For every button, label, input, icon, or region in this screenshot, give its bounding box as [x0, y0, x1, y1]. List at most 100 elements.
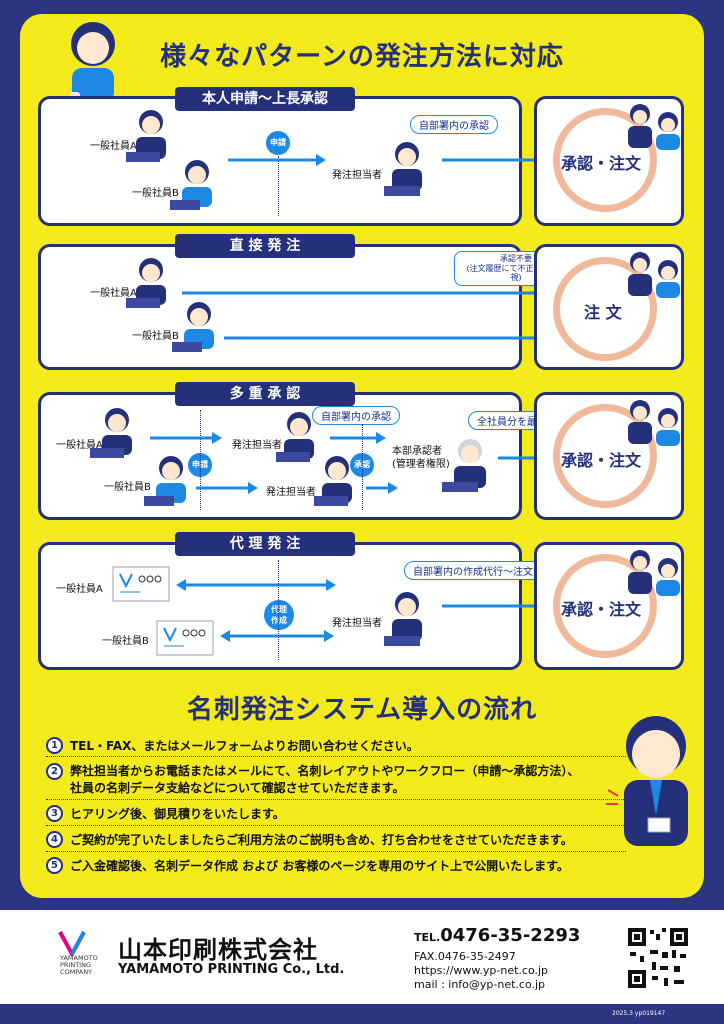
- employee-a-label: 一般社員A: [90, 288, 137, 299]
- person-icon: [314, 456, 352, 506]
- arrow-icon: [228, 154, 326, 166]
- step-text: 弊社担当者からお電話またはメールにて、名刺レイアウトやワークフロー（申請〜承認方…: [70, 764, 580, 778]
- arrow-icon: [196, 482, 258, 494]
- divider-dots: [278, 156, 279, 216]
- logo-line1: YAMAMOTO: [60, 954, 98, 962]
- handler-a-label: 発注担当者: [232, 440, 282, 451]
- result-label-2: 注 文: [584, 303, 622, 322]
- staff-waving-icon: [628, 104, 680, 150]
- handler-label: 発注担当者: [332, 618, 382, 629]
- step-text: ご契約が完了いたしましたらご利用方法のご説明も含め、打ち合わせをさせていただきま…: [70, 833, 573, 847]
- person-icon: [384, 592, 422, 646]
- person-icon: [276, 412, 314, 462]
- result-label-3: 承認・注文: [561, 451, 642, 470]
- double-arrow-icon: [176, 579, 336, 591]
- result-ring: [553, 404, 657, 508]
- website-link[interactable]: https://www.yp-net.co.jp: [414, 964, 549, 977]
- divider-dots: [278, 560, 279, 660]
- tel-prefix: TEL.: [414, 931, 441, 944]
- person-icon: [442, 439, 486, 492]
- staff-waving-icon: [628, 550, 680, 596]
- double-arrow-icon: [220, 630, 334, 642]
- proxy-bubble: 自部署内の作成代行〜注文: [404, 561, 542, 580]
- approval-bubble: 自部署内の承認: [312, 406, 400, 425]
- arrow-icon: [366, 482, 398, 494]
- person-icon: [170, 160, 212, 210]
- person-icon: [172, 302, 214, 352]
- step-text: TEL・FAX、またはメールフォームよりお問い合わせください。: [70, 739, 419, 753]
- step-number: 4: [46, 831, 63, 848]
- proxy-line1: 代理: [271, 605, 287, 614]
- arrow-icon: [224, 332, 556, 344]
- business-card-icon: [112, 566, 170, 602]
- step-text: ヒアリング後、御見積りをいたします。: [70, 807, 285, 821]
- person-icon: [126, 110, 166, 162]
- handler-label: 発注担当者: [332, 170, 382, 181]
- company-name-en: YAMAMOTO PRINTING Co., Ltd.: [118, 962, 345, 977]
- step-divider: [46, 825, 626, 826]
- qr-code-icon: [626, 926, 690, 990]
- step-number: 2: [46, 763, 63, 780]
- fax-number: FAX.0476-35-2497: [414, 950, 516, 963]
- result-ring: [553, 257, 657, 361]
- result-label-4: 承認・注文: [561, 600, 642, 619]
- result-label-1: 承認・注文: [561, 154, 642, 173]
- step-divider: [46, 756, 626, 757]
- step-number: 1: [46, 737, 63, 754]
- no-approval-line1: 承認不要: [500, 254, 532, 263]
- person-icon: [126, 258, 166, 308]
- section-3-label: 多 重 承 認: [175, 382, 355, 406]
- approver-line1: 本部承認者: [392, 446, 442, 457]
- page-title: 様々なパターンの発注方法に対応: [160, 42, 564, 72]
- step-number: 5: [46, 857, 63, 874]
- employee-b-label: 一般社員B: [102, 636, 149, 647]
- bottom-bar: [0, 1004, 724, 1024]
- logo-text: YAMAMOTO PRINTING COMPANY: [60, 954, 98, 977]
- email-link[interactable]: mail : info@yp-net.co.jp: [414, 978, 546, 991]
- person-icon: [90, 408, 132, 458]
- proxy-line2: 作成: [271, 616, 287, 625]
- print-code: 2025.3 yp019147: [612, 1010, 666, 1017]
- step-number: 3: [46, 805, 63, 822]
- handler-b-label: 発注担当者: [266, 487, 316, 498]
- person-icon: [384, 142, 422, 196]
- result-ring: [553, 108, 657, 212]
- business-card-icon: [156, 620, 214, 656]
- flow-tag-apply: 申請: [266, 131, 290, 155]
- section-2-box: [38, 244, 522, 370]
- section-4-label: 代 理 発 注: [175, 532, 355, 556]
- logo-line3: COMPANY: [60, 968, 93, 977]
- flow-tag-proxy: 代理 作成: [264, 600, 294, 630]
- employee-b-label: 一般社員B: [132, 331, 179, 342]
- step-text: ご入金確認後、名刺データ作成 および お客様のページを専用のサイト上で公開いたし…: [70, 859, 569, 873]
- step-divider: [46, 851, 626, 852]
- approver-label: 本部承認者 (管理者権限): [392, 446, 450, 471]
- businessman-icon: [606, 716, 688, 846]
- employee-b-label: 一般社員B: [132, 188, 179, 199]
- step-divider: [46, 799, 626, 800]
- employee-a-label: 一般社員A: [56, 440, 103, 451]
- person-icon: [144, 456, 186, 506]
- logo-line2: PRINTING: [60, 961, 92, 970]
- staff-waving-icon: [628, 252, 680, 298]
- tel-number: TEL.0476-35-2293: [414, 925, 580, 946]
- staff-waving-icon: [628, 400, 680, 446]
- employee-a-label: 一般社員A: [90, 141, 137, 152]
- logo-icon: [58, 931, 86, 956]
- employee-b-label: 一般社員B: [104, 482, 151, 493]
- result-ring: [553, 554, 657, 658]
- arrow-icon: [330, 432, 386, 444]
- approval-bubble: 自部署内の承認: [410, 115, 498, 134]
- section-1-label: 本人申請〜上長承認: [175, 87, 355, 111]
- tel-value: 0476-35-2293: [440, 925, 581, 946]
- employee-a-label: 一般社員A: [56, 584, 103, 595]
- section-2-label: 直 接 発 注: [175, 234, 355, 258]
- approver-line2: (管理者権限): [392, 458, 450, 470]
- no-approval-line2: (注文履歴にて不正発注を監視): [466, 263, 566, 283]
- divider-dots: [362, 424, 363, 510]
- arrow-icon: [150, 432, 222, 444]
- divider-dots: [200, 410, 201, 510]
- flow-title: 名刺発注システム導入の流れ: [186, 695, 538, 725]
- arrow-icon: [182, 287, 556, 299]
- step-text-line2: 社員の名刺データ支給などについて確認させていただきます。: [70, 781, 405, 795]
